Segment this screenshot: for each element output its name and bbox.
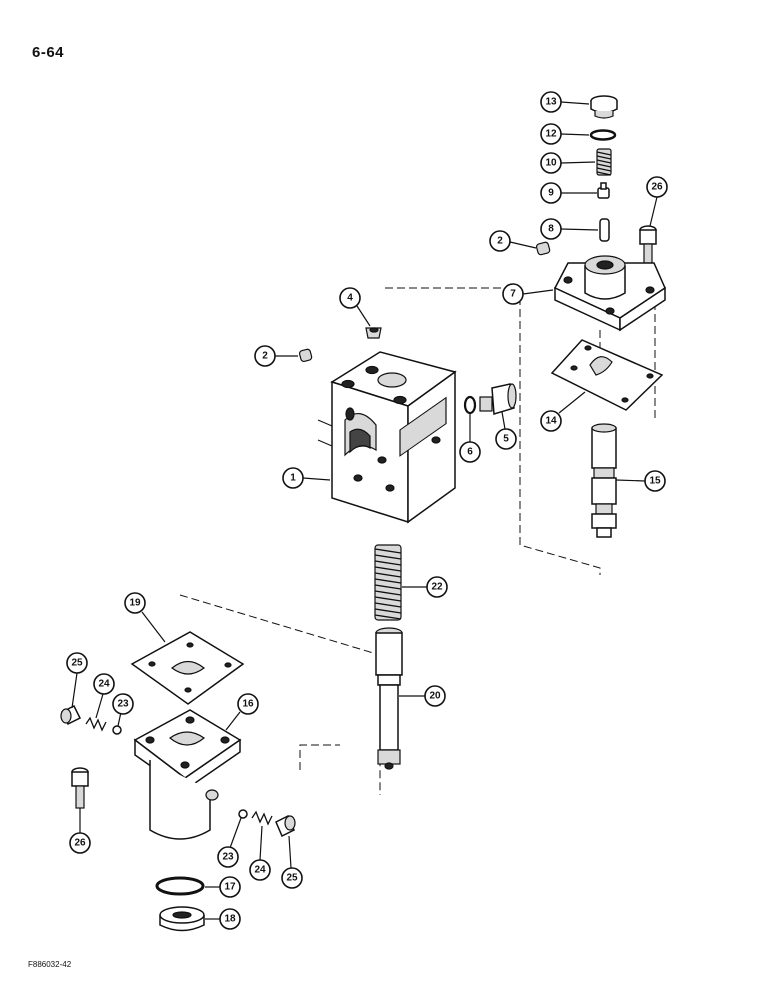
callout-18: 18 — [219, 908, 241, 930]
callout-20: 20 — [424, 685, 446, 707]
svg-text:6: 6 — [467, 447, 473, 458]
callout-17: 17 — [219, 876, 241, 898]
part-23-ball-right — [238, 809, 248, 819]
svg-text:20: 20 — [429, 691, 441, 702]
part-25-plug-left — [60, 704, 82, 726]
svg-text:18: 18 — [224, 914, 236, 925]
svg-text:17: 17 — [224, 882, 236, 893]
part-26-cap-screw-upper — [639, 225, 657, 267]
svg-text:4: 4 — [347, 293, 353, 304]
part-24-spring-right — [251, 810, 273, 826]
callout-23-left: 23 — [112, 693, 134, 715]
part-1-valve-body — [317, 351, 457, 524]
svg-text:2: 2 — [262, 351, 268, 362]
part-17-o-ring — [155, 876, 205, 896]
part-15-spool — [591, 423, 617, 538]
svg-text:7: 7 — [510, 289, 516, 300]
svg-text:9: 9 — [548, 188, 554, 199]
part-2-plug-upper — [535, 241, 551, 256]
svg-text:16: 16 — [242, 699, 254, 710]
part-25-plug-right — [275, 814, 296, 838]
part-20-piston — [375, 627, 403, 770]
part-12-o-ring — [589, 129, 617, 141]
callout-2-upper: 2 — [489, 230, 511, 252]
part-13-plug — [590, 95, 618, 119]
part-24-spring-left — [85, 716, 107, 732]
svg-text:24: 24 — [254, 865, 266, 876]
svg-text:15: 15 — [649, 476, 661, 487]
svg-text:23: 23 — [117, 699, 129, 710]
svg-text:26: 26 — [651, 182, 663, 193]
part-9-poppet — [597, 182, 610, 199]
part-8-pin — [599, 218, 610, 242]
part-10-spring — [596, 148, 612, 176]
leader-lines — [71, 101, 658, 920]
callout-25-right: 25 — [281, 867, 303, 889]
svg-text:13: 13 — [545, 97, 557, 108]
callout-13: 13 — [540, 91, 562, 113]
callout-24-left: 24 — [93, 673, 115, 695]
svg-text:2: 2 — [497, 236, 503, 247]
callout-25-left: 25 — [66, 652, 88, 674]
callout-6: 6 — [459, 441, 481, 463]
callout-10: 10 — [540, 152, 562, 174]
callout-23-right: 23 — [217, 846, 239, 868]
svg-text:19: 19 — [129, 598, 141, 609]
svg-text:23: 23 — [222, 852, 234, 863]
callout-8: 8 — [540, 218, 562, 240]
callout-16: 16 — [237, 693, 259, 715]
page-number: 6-64 — [32, 44, 65, 61]
callout-26-upper: 26 — [646, 176, 668, 198]
callout-9: 9 — [540, 182, 562, 204]
svg-text:8: 8 — [548, 224, 554, 235]
part-4-plug — [365, 327, 382, 339]
svg-text:24: 24 — [98, 679, 110, 690]
svg-text:14: 14 — [545, 416, 557, 427]
part-18-washer — [159, 906, 205, 932]
callout-14: 14 — [540, 410, 562, 432]
part-14-gasket — [550, 339, 664, 411]
callout-7: 7 — [502, 283, 524, 305]
callout-12: 12 — [540, 123, 562, 145]
callout-4: 4 — [339, 287, 361, 309]
svg-text:12: 12 — [545, 129, 557, 140]
part-5-fitting — [479, 383, 517, 415]
svg-text:10: 10 — [545, 158, 557, 169]
part-22-spring — [374, 544, 402, 621]
part-26-cap-screw-lower — [71, 767, 89, 809]
part-19-gasket — [130, 631, 245, 705]
callout-22: 22 — [426, 576, 448, 598]
callout-1: 1 — [282, 467, 304, 489]
part-16-housing — [133, 709, 242, 840]
part-23-ball-left — [112, 725, 122, 735]
callout-2-middle: 2 — [254, 345, 276, 367]
callout-19: 19 — [124, 592, 146, 614]
callout-15: 15 — [644, 470, 666, 492]
svg-text:22: 22 — [431, 582, 443, 593]
figure-code: F886032-42 — [28, 960, 72, 969]
callout-5: 5 — [495, 428, 517, 450]
part-7-cover — [553, 255, 666, 332]
svg-text:25: 25 — [71, 658, 83, 669]
part-6-o-ring — [463, 395, 477, 415]
callout-24-right: 24 — [249, 859, 271, 881]
svg-text:25: 25 — [286, 873, 298, 884]
svg-text:5: 5 — [503, 434, 509, 445]
svg-text:26: 26 — [74, 838, 86, 849]
part-2-plug-middle — [298, 348, 313, 363]
svg-text:1: 1 — [290, 473, 296, 484]
callout-26-lower: 26 — [69, 832, 91, 854]
